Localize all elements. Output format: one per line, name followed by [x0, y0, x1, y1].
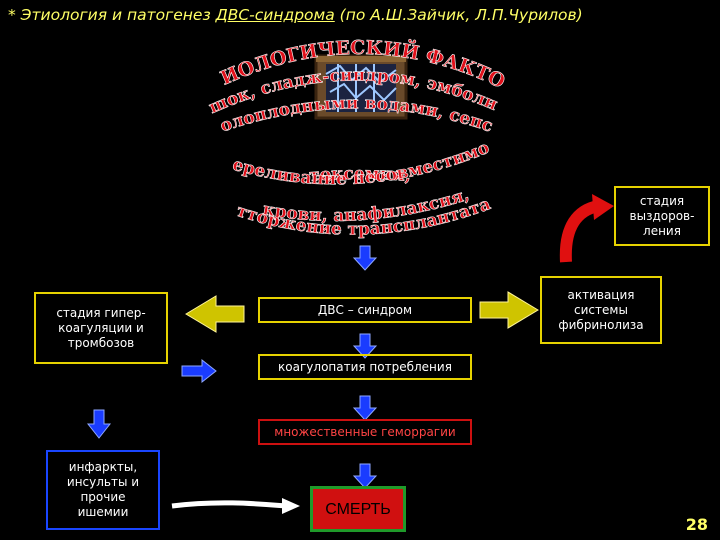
title-link[interactable]: ДВС-синдрома	[215, 6, 335, 24]
infarction-box: инфаркты, инсульты и прочие ишемии	[46, 450, 160, 530]
down-arrow-icon	[352, 245, 378, 271]
hypercoagulation-box: стадия гипер- коагуляции и тромбозов	[34, 292, 168, 364]
hemorrhages-box: множественные геморрагии	[258, 419, 472, 445]
recovery-label: стадия выздоров- ления	[629, 193, 695, 238]
hypercoagulation-label: стадия гипер- коагуляции и тромбозов	[56, 305, 146, 350]
down-arrow-icon	[352, 333, 378, 359]
right-arrow-icon	[479, 291, 539, 329]
title-suffix: (по А.Ш.Зайчик, Л.П.Чурилов)	[334, 6, 583, 24]
death-box: СМЕРТЬ	[310, 486, 406, 532]
down-arrow-icon	[86, 409, 112, 439]
page-number: 28	[685, 515, 708, 534]
consumption-coagulopathy-box: коагулопатия потребления	[258, 354, 472, 380]
title-prefix: * Этиология и патогенез	[8, 6, 216, 24]
factor-line-3: токсемия,	[308, 164, 411, 186]
window-illustration	[314, 54, 408, 120]
white-arrow-icon	[171, 498, 300, 514]
slide-title: * Этиология и патогенез ДВС-синдрома (по…	[8, 6, 712, 24]
down-arrow-icon	[352, 395, 378, 421]
right-arrow-icon	[181, 358, 217, 384]
recovery-box: стадия выздоров- ления	[614, 186, 710, 246]
death-label: СМЕРТЬ	[325, 500, 391, 518]
dvs-syndrome-box: ДВС – синдром	[258, 297, 472, 323]
consumption-coagulopathy-label: коагулопатия потребления	[278, 359, 452, 374]
dvs-syndrome-label: ДВС – синдром	[317, 302, 413, 317]
left-arrow-icon	[185, 295, 245, 333]
fibrinolysis-box: активация системы фибринолиза	[540, 276, 662, 344]
infarction-label: инфаркты, инсульты и прочие ишемии	[66, 460, 140, 519]
fibrinolysis-label: активация системы фибринолиза	[558, 287, 644, 332]
hemorrhages-label: множественные геморрагии	[274, 424, 456, 439]
curved-arrow-icon	[559, 194, 614, 263]
down-arrow-icon	[352, 463, 378, 489]
factor-arc-text: ЭТИОЛОГИЧЕСКИЙ ФАКТОР: шок, сладж-синдро…	[0, 0, 509, 240]
